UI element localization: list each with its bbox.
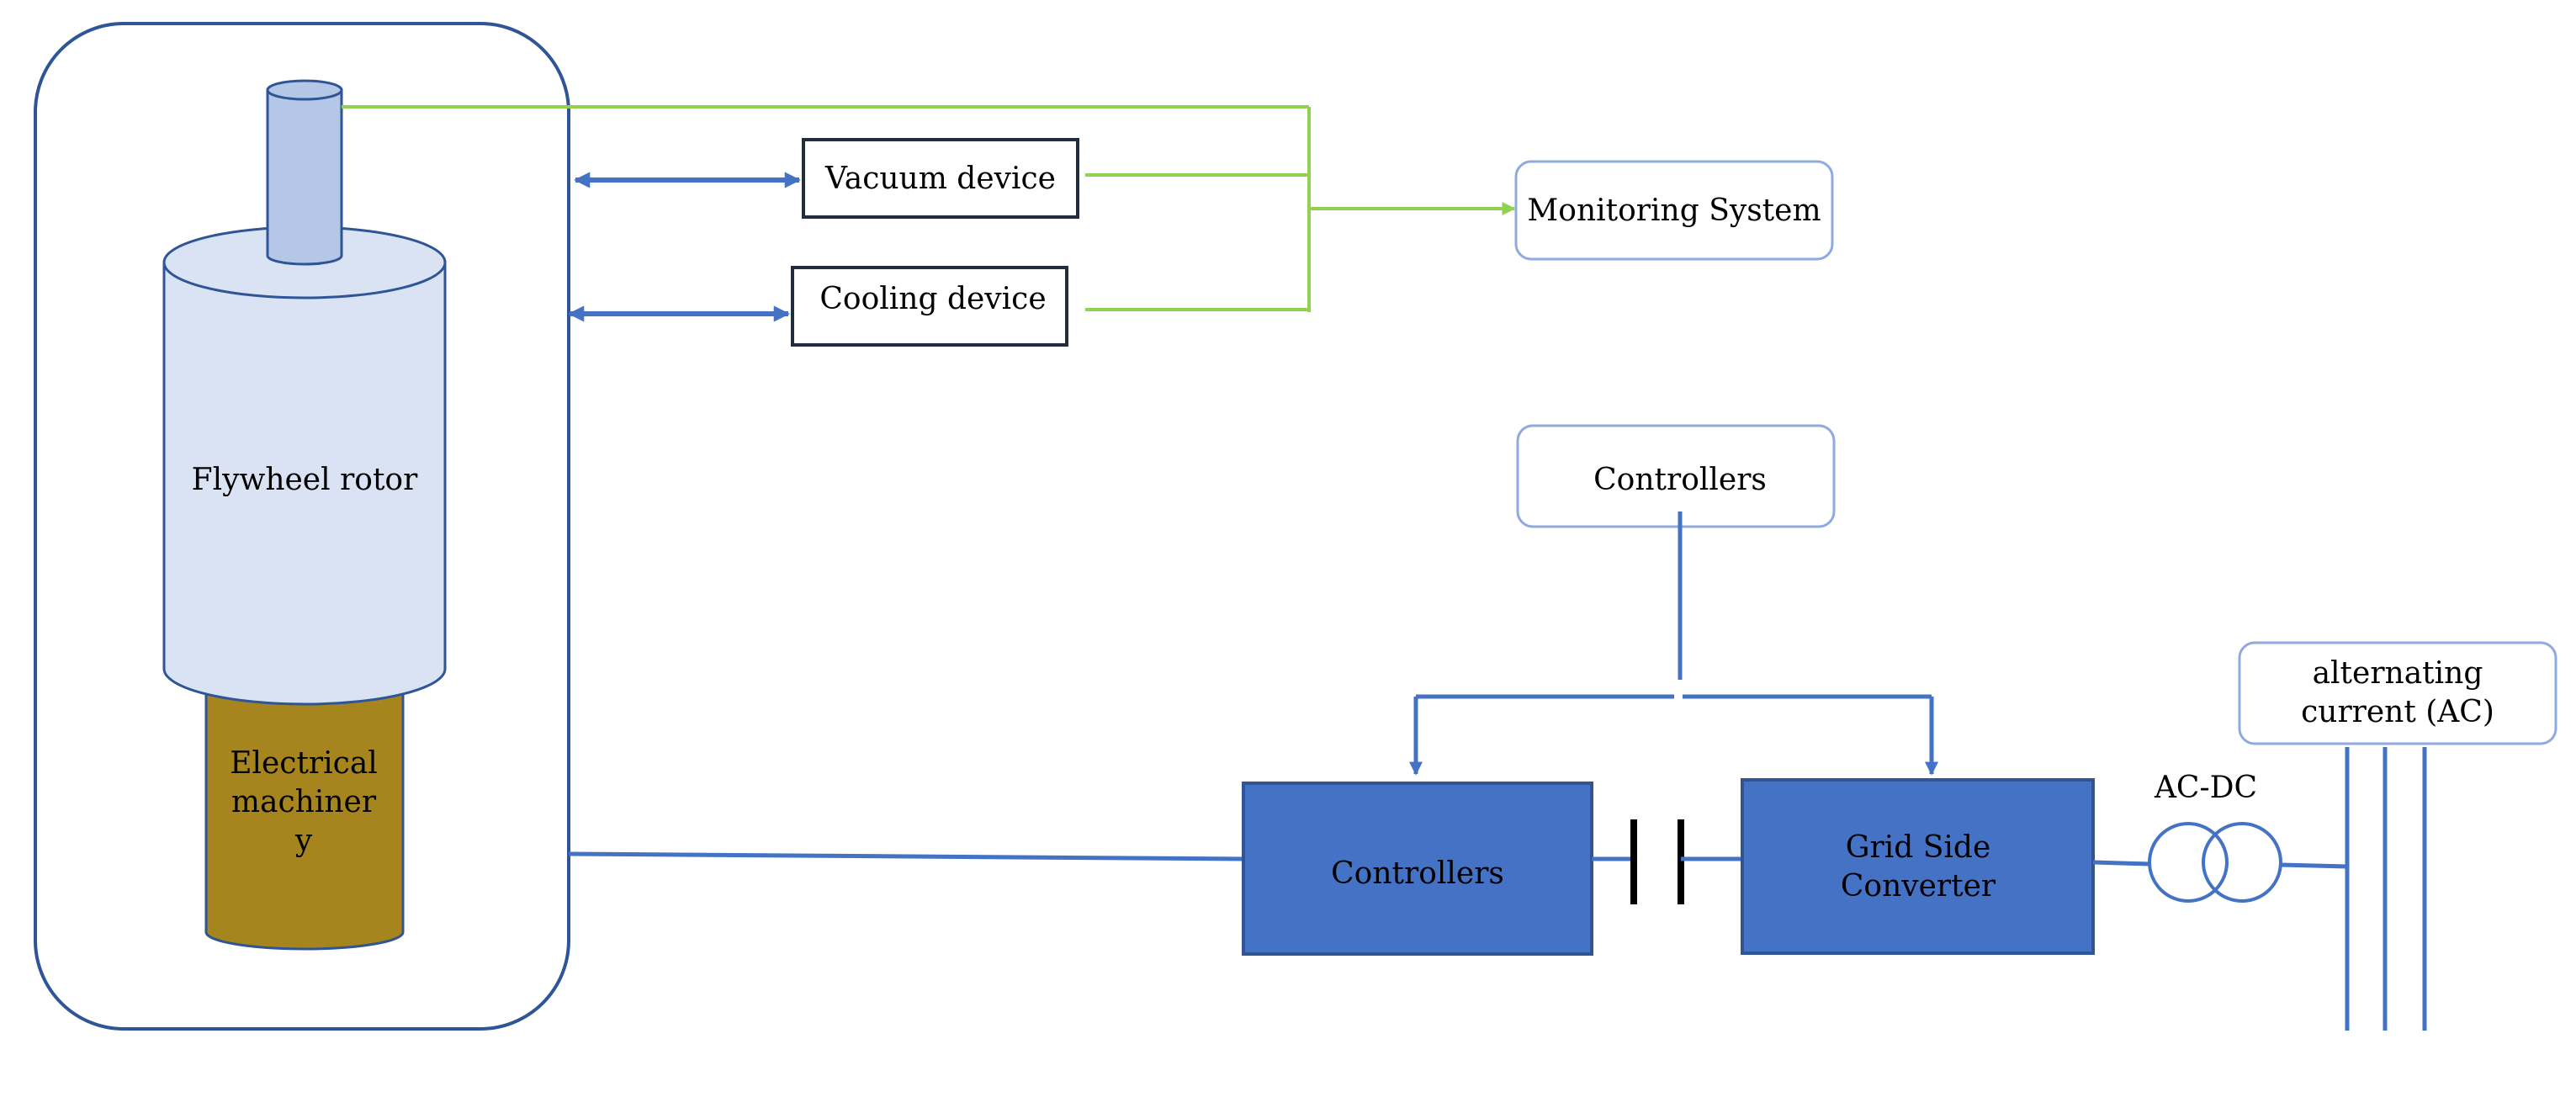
electrical-machinery-label-line3: y bbox=[294, 824, 313, 858]
monitoring-lines bbox=[342, 105, 1516, 312]
cooling-device-box bbox=[791, 266, 1068, 347]
flywheel-rotor-label: Flywheel rotor bbox=[192, 463, 418, 497]
top-controllers-box bbox=[1516, 424, 1836, 528]
converter-controllers-label: Controllers bbox=[1331, 856, 1504, 891]
converter-controllers-box bbox=[1242, 782, 1593, 956]
three-phase-bus bbox=[2345, 747, 2427, 1031]
top-controllers-label: Controllers bbox=[1593, 463, 1767, 497]
alternating-current-label-line1: alternating bbox=[2313, 656, 2483, 691]
grid-side-converter-label-line1: Grid Side bbox=[1846, 830, 1991, 865]
ac-dc-transformer bbox=[2092, 822, 2348, 903]
monitoring-system-label: Monitoring System bbox=[1527, 193, 1821, 228]
control-lines bbox=[1408, 511, 1939, 776]
flywheel-rotor: Flywheel rotor bbox=[162, 225, 447, 706]
electrical-machinery-label-line1: Electrical bbox=[230, 746, 378, 781]
dc-link-capacitor bbox=[1592, 819, 1742, 904]
vacuum-device-box bbox=[802, 138, 1079, 219]
alternating-current-label-line2: current (AC) bbox=[2301, 695, 2494, 729]
vacuum-device-label: Vacuum device bbox=[824, 162, 1056, 196]
grid-side-converter-label-line2: Converter bbox=[1841, 869, 1996, 904]
alternating-current-box bbox=[2238, 641, 2557, 745]
rotor-shaft bbox=[266, 79, 343, 266]
ac-dc-label: AC-DC bbox=[2154, 771, 2257, 805]
electrical-machinery: Electrical machiner y bbox=[204, 676, 405, 951]
power-line-flywheel bbox=[568, 851, 1244, 861]
monitoring-system-box bbox=[1514, 160, 1834, 261]
grid-side-converter-box bbox=[1741, 778, 2095, 955]
electrical-machinery-label-line2: machiner bbox=[231, 785, 377, 819]
cooling-device-label: Cooling device bbox=[819, 282, 1046, 316]
